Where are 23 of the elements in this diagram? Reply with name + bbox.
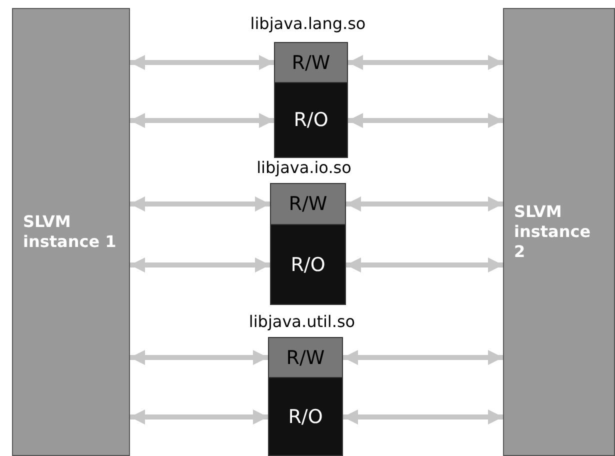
double-arrow: [346, 196, 503, 212]
double-arrow: [346, 258, 503, 272]
double-arrow: [130, 350, 268, 365]
read-only-segment: R/O: [268, 378, 343, 456]
library-name: libjava.io.so: [256, 158, 352, 177]
double-arrow: [130, 113, 274, 128]
read-write-segment: R/W: [270, 183, 346, 225]
read-only-segment: R/O: [270, 225, 346, 305]
double-arrow: [343, 410, 503, 424]
double-arrow: [348, 113, 503, 128]
instance-panel: SLVM instance 2: [503, 8, 615, 456]
read-only-segment: R/O: [274, 83, 348, 158]
instance-panel: SLVM instance 1: [12, 8, 130, 456]
double-arrow: [348, 55, 503, 70]
double-arrow: [130, 196, 270, 212]
double-arrow: [130, 258, 270, 272]
library-name: libjava.lang.so: [249, 14, 367, 33]
double-arrow: [130, 55, 274, 70]
read-write-segment: R/W: [274, 42, 348, 83]
library-name: libjava.util.so: [248, 312, 356, 331]
double-arrow: [130, 410, 268, 424]
read-write-segment: R/W: [268, 337, 343, 378]
double-arrow: [343, 350, 503, 365]
